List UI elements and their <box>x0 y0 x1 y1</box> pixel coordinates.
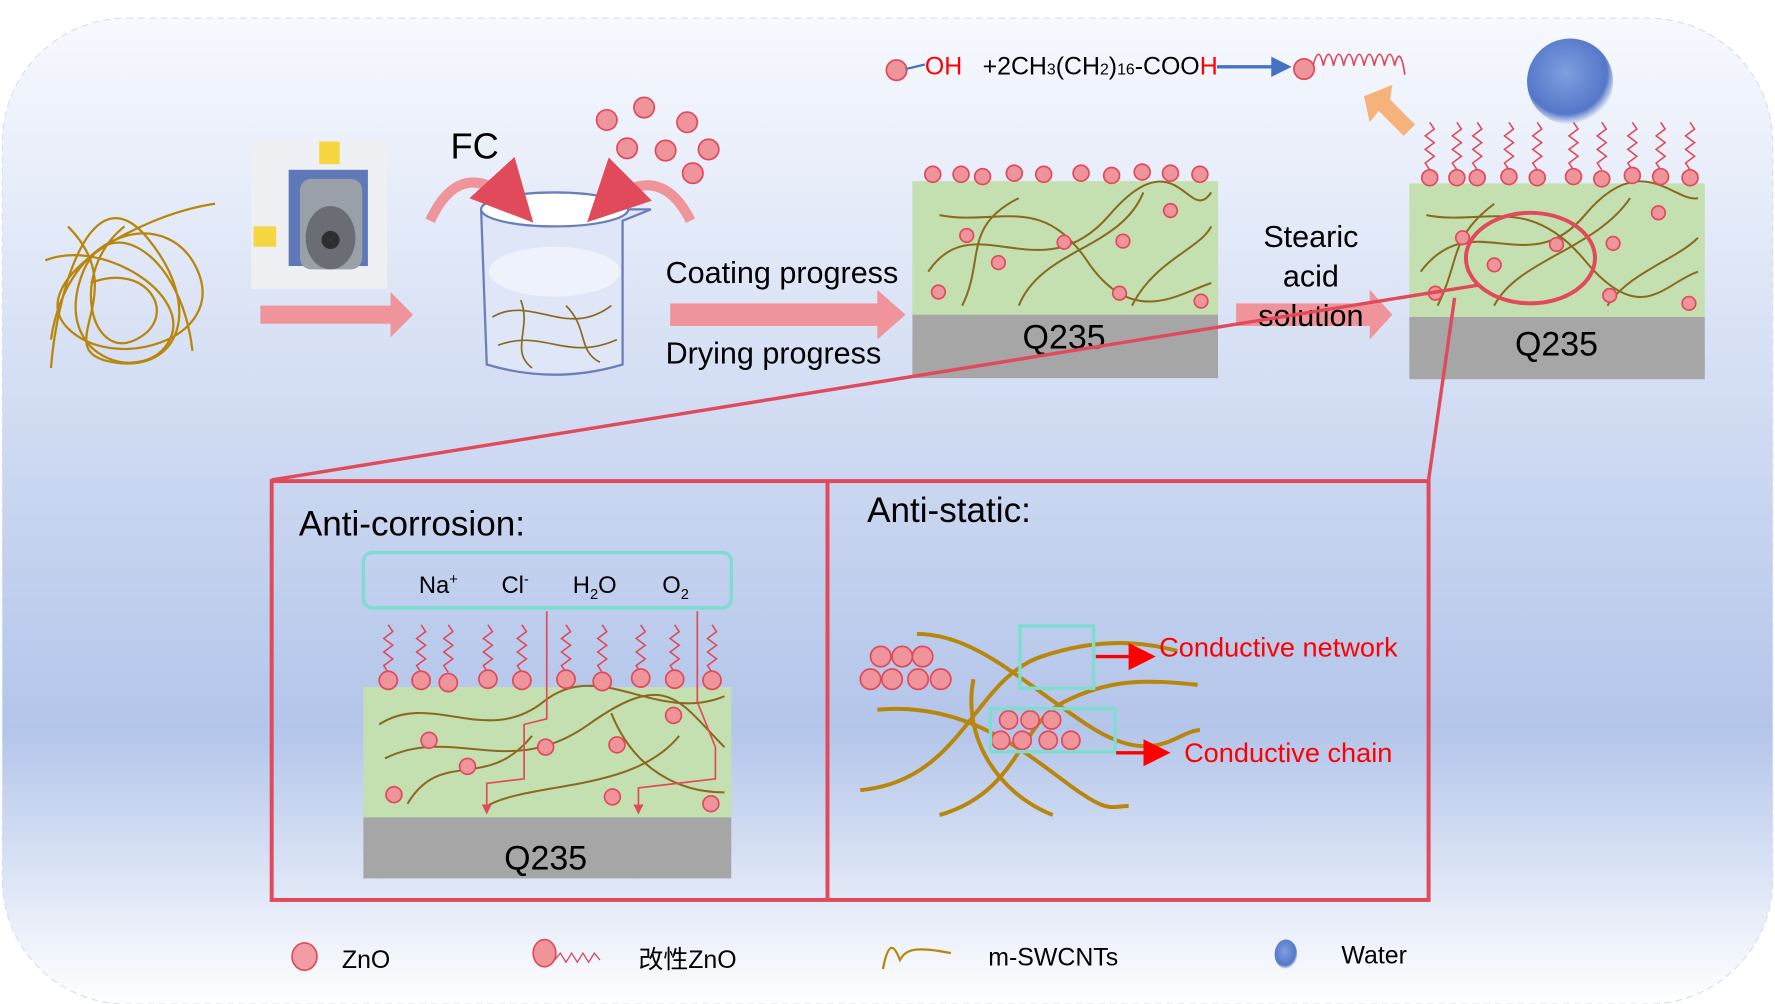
detail-frame <box>269 479 1431 902</box>
reaction-formula: OH +2CH3(CH2)16-COOH <box>885 53 1406 82</box>
drying-progress-label: Drying progress <box>666 336 882 370</box>
anti-static-title: Anti-static: <box>867 491 1031 530</box>
process-arrow-1 <box>260 292 414 338</box>
legend-label-zno: ZnO <box>342 946 390 974</box>
hydroxyl-label: OH <box>925 53 962 81</box>
callout-line-right <box>1426 297 1457 481</box>
dispersion-machine-image <box>251 139 388 289</box>
conductive-network-illustration <box>859 624 1201 817</box>
swcnt-fiber-icon <box>881 946 952 970</box>
tangled-swcnt-fibers <box>44 202 216 368</box>
species-na: Na+ <box>419 572 458 599</box>
anti-corrosion-coating <box>363 611 732 879</box>
legend-label-swcnts: m-SWCNTs <box>988 944 1118 972</box>
species-o2: O2 <box>662 572 689 603</box>
substrate-label-q235-detail: Q235 <box>504 839 587 877</box>
substrate-label-q235-modified: Q235 <box>1515 325 1598 363</box>
conductive-network-label: Conductive network <box>1159 632 1398 663</box>
solution-label: solution <box>1258 299 1363 333</box>
corrosive-species-box <box>361 550 733 610</box>
callout-line-left <box>271 283 1478 482</box>
conductive-chain-label: Conductive chain <box>1184 737 1392 768</box>
curved-arrow-right <box>587 157 696 224</box>
coating-progress-label: Coating progress <box>666 256 899 290</box>
water-droplet-icon <box>1274 939 1298 969</box>
zno-circle-icon <box>291 942 318 971</box>
modified-zno-icon <box>532 938 601 968</box>
species-h2o: H2O <box>573 572 617 603</box>
anti-corrosion-title: Anti-corrosion: <box>299 504 525 543</box>
modified-coated-substrate <box>1409 121 1705 380</box>
coated-substrate <box>912 163 1219 379</box>
acid-label: acid <box>1283 259 1339 293</box>
legend-label-water: Water <box>1341 941 1406 969</box>
legend: ZnO 改性ZnO m-SWCNTs Water <box>291 938 1407 974</box>
stearic-acid-formula: +2CH3(CH2)16-COOH <box>983 53 1218 81</box>
zno-particles <box>595 96 720 185</box>
zoom-callout-ellipse <box>1463 210 1597 306</box>
legend-label-modified-zno: 改性ZnO <box>638 946 736 974</box>
fc-label: FC <box>451 125 499 166</box>
process-arrow-2 <box>670 289 906 340</box>
water-droplet <box>1527 38 1614 125</box>
stearic-label: Stearic <box>1263 220 1358 254</box>
species-cl: Cl- <box>501 572 528 599</box>
curved-arrow-left <box>425 156 534 223</box>
process-arrow-3 <box>1236 289 1393 340</box>
water-repel-arrow <box>1364 84 1415 136</box>
